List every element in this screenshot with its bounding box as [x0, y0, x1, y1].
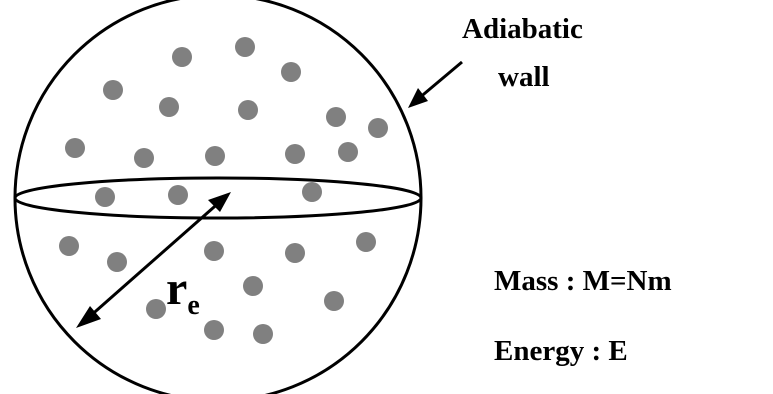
particle [243, 276, 263, 296]
particle [285, 144, 305, 164]
particle [146, 299, 166, 319]
particle [205, 146, 225, 166]
particle [324, 291, 344, 311]
particle [253, 324, 273, 344]
particle [326, 107, 346, 127]
particle [302, 182, 322, 202]
radius-arrowhead-upper [208, 192, 231, 212]
energy-label: Energy : E [494, 335, 628, 367]
particle [59, 236, 79, 256]
equator-ellipse [13, 176, 423, 220]
radius-main: r [166, 262, 187, 315]
particle [103, 80, 123, 100]
particle [238, 100, 258, 120]
particle [204, 320, 224, 340]
particle [235, 37, 255, 57]
gas-particles [59, 37, 388, 344]
particle [285, 243, 305, 263]
particle [368, 118, 388, 138]
radius-arrow-line [87, 198, 223, 320]
wall-pointer-arrowhead [408, 88, 428, 108]
mass-label: Mass : M=Nm [494, 265, 672, 297]
particle [172, 47, 192, 67]
particle [281, 62, 301, 82]
particle [159, 97, 179, 117]
radius-arrowhead-lower [76, 306, 101, 328]
particle [168, 185, 188, 205]
particle [95, 187, 115, 207]
particle [107, 252, 127, 272]
particle [134, 148, 154, 168]
particle [356, 232, 376, 252]
particle [338, 142, 358, 162]
wall-label-line1: Adiabatic [462, 13, 583, 45]
wall-pointer-line [417, 60, 463, 101]
particle [65, 138, 85, 158]
particle [204, 241, 224, 261]
wall-label-line2: wall [498, 61, 550, 93]
radius-subscript: e [187, 290, 199, 321]
radius-label: re [166, 262, 200, 321]
